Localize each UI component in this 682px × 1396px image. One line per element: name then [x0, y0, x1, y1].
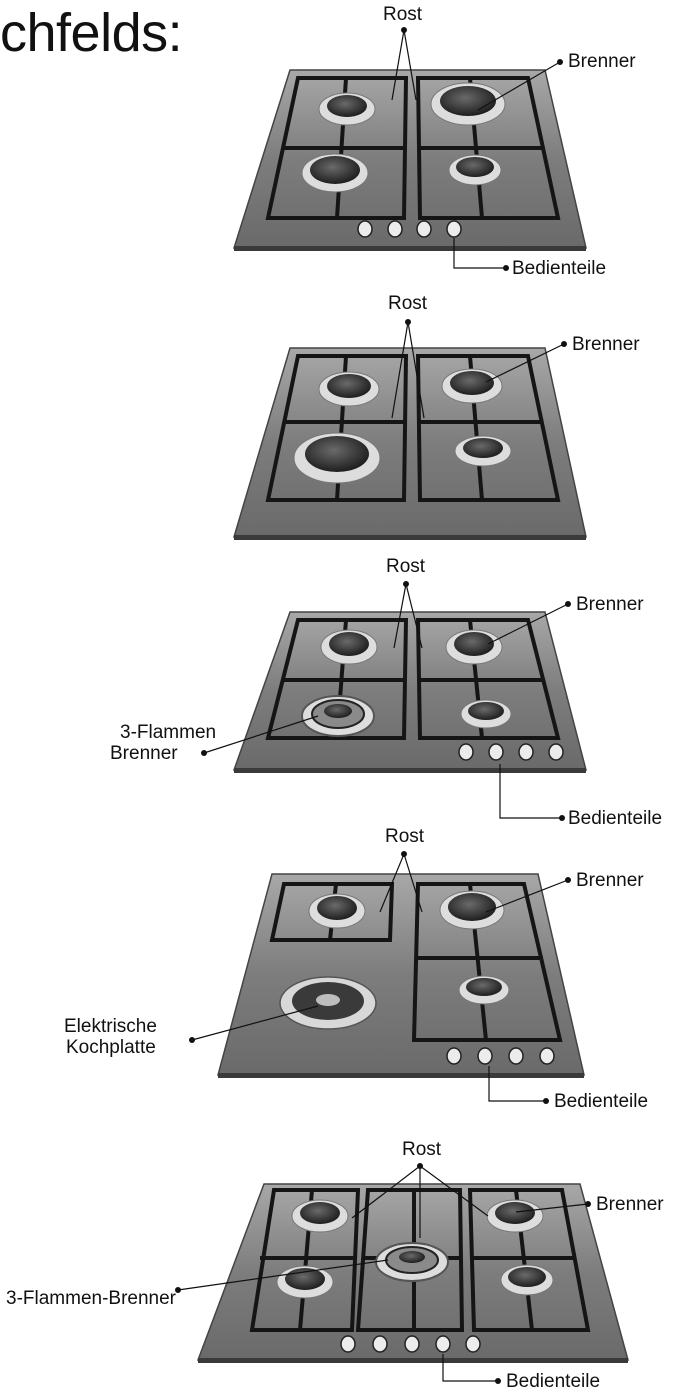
burner [454, 435, 512, 467]
hob-4 [189, 851, 585, 1104]
burner [318, 92, 376, 126]
label-brenner: Brenner [576, 870, 644, 891]
label-bedienteile: Bedienteile [512, 258, 607, 279]
triple-flame-burner [301, 695, 375, 737]
burner [320, 629, 378, 665]
burner [448, 154, 502, 186]
leader-lines [177, 1165, 589, 1382]
burner [318, 371, 380, 407]
burner [301, 153, 369, 193]
burner [276, 1265, 334, 1299]
label-bedienteile: Bedienteile [554, 1091, 649, 1112]
label-rost: Rost [386, 556, 426, 577]
page-heading: chfelds: [0, 3, 183, 63]
burner [458, 975, 510, 1005]
label-3-flammen: 3-Flammen [120, 722, 217, 743]
burner [460, 699, 512, 729]
hob-2 [232, 319, 587, 540]
hob-1 [232, 27, 587, 271]
burner [291, 1199, 349, 1233]
label-bedienteile: Bedienteile [568, 808, 663, 829]
burner [293, 432, 381, 484]
label-brenner: Brenner [576, 594, 644, 615]
control-knobs [340, 1335, 481, 1353]
label-rost: Rost [402, 1139, 442, 1160]
label-rost: Rost [388, 293, 428, 314]
burner [430, 82, 506, 126]
label-brenner: Brenner [596, 1194, 664, 1215]
burner [439, 890, 505, 930]
burner [445, 629, 503, 665]
label-rost: Rost [385, 826, 425, 847]
label-bedienteile: Bedienteile [506, 1371, 601, 1392]
label-3-flammen-brenner: 3-Flammen-Brenner [6, 1288, 176, 1309]
leader-lines [191, 853, 569, 1102]
control-knobs [446, 1047, 555, 1065]
burner [486, 1199, 544, 1233]
burner [500, 1264, 554, 1296]
control-knobs [357, 220, 462, 238]
leader-lines [391, 29, 561, 269]
electric-hotplate [279, 976, 377, 1030]
hob-3 [201, 581, 587, 821]
label-elektrische: Elektrische [64, 1016, 157, 1037]
label-brenner: Brenner [572, 334, 640, 355]
burner [308, 893, 366, 929]
leader-lines [203, 583, 569, 819]
triple-flame-burner [375, 1242, 449, 1282]
label-kochplatte: Kochplatte [66, 1037, 156, 1058]
label-brenner: Brenner [568, 51, 636, 72]
hob-5 [175, 1163, 629, 1384]
burner [441, 368, 503, 404]
label-rost: Rost [383, 4, 423, 25]
control-knobs [458, 743, 564, 761]
label-3-flammen-brenner: Brenner [110, 743, 178, 764]
leader-lines [391, 321, 565, 419]
